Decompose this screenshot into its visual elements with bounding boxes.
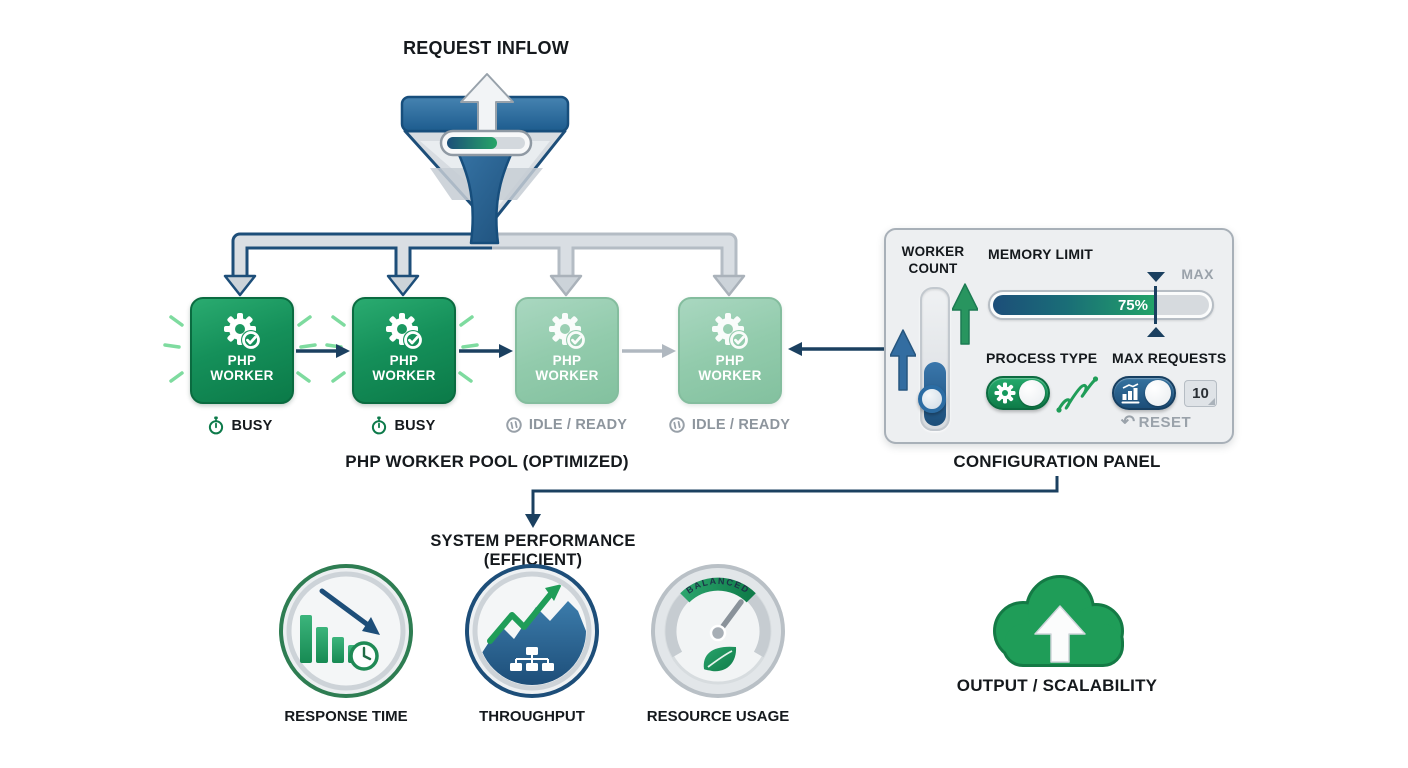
drop-arrow-4 (712, 274, 746, 297)
configuration-panel-title: CONFIGURATION PANEL (953, 452, 1161, 471)
max-requests-value[interactable]: 10 (1184, 380, 1217, 407)
increase-arrow-green-icon (952, 283, 978, 345)
response-time-label: RESPONSE TIME (284, 708, 408, 725)
php-worker-2: PHP WORKER (352, 297, 456, 404)
pause-icon (506, 417, 522, 433)
gear-check-icon (712, 313, 748, 349)
memory-marker-bottom-icon (1147, 327, 1165, 337)
config-to-performance-connector (525, 476, 1059, 528)
drop-arrow-1 (223, 274, 257, 297)
resource-usage-label: RESOURCE USAGE (646, 708, 790, 725)
request-inflow-title: REQUEST INFLOW (403, 38, 569, 58)
php-worker-4: PHP WORKER (678, 297, 782, 404)
gear-icon (994, 382, 1016, 404)
increase-arrow-blue-icon (890, 329, 916, 391)
worker-count-slider-knob[interactable] (918, 385, 946, 413)
status-text: BUSY (231, 417, 273, 434)
status-text: BUSY (394, 417, 436, 434)
reset-label: RESET (1138, 414, 1192, 431)
bar-chart-icon (1121, 383, 1140, 404)
undo-icon: ↶ (1120, 412, 1136, 431)
output-scalability-title: OUTPUT / SCALABILITY (956, 676, 1158, 695)
worker-count-label: WORKER COUNT (901, 244, 965, 276)
process-type-toggle[interactable] (986, 376, 1050, 410)
inflow-arrow-icon (460, 73, 514, 133)
process-type-knob[interactable] (1019, 380, 1045, 406)
drop-arrow-2 (386, 274, 420, 297)
gear-check-icon (224, 313, 260, 349)
worker-label: PHP WORKER (372, 353, 436, 384)
worker-3-status: IDLE / READY (491, 416, 641, 434)
funnel-icon (400, 73, 570, 245)
worker-label: PHP WORKER (535, 353, 599, 384)
resource-usage-icon: BALANCED (651, 564, 785, 698)
memory-limit-fill: 75% (993, 295, 1155, 315)
status-text: IDLE / READY (691, 417, 791, 433)
memory-max-label: MAX (1181, 266, 1214, 282)
worker-flow-arrows (296, 342, 884, 358)
memory-limit-label: MEMORY LIMIT (988, 246, 1094, 262)
system-performance-title: SYSTEM PERFORMANCE (EFFICIENT) (430, 532, 636, 569)
worker-2-status: BUSY (328, 416, 478, 435)
configuration-panel: WORKER COUNT MEMORY LIMIT MAX 75% PROCES… (884, 228, 1234, 444)
stopwatch-icon (372, 416, 387, 435)
worker-1-status: BUSY (165, 416, 315, 435)
drop-arrow-3 (549, 274, 583, 297)
php-worker-3: PHP WORKER (515, 297, 619, 404)
reset-button[interactable]: ↶RESET (1096, 412, 1216, 432)
worker-label: PHP WORKER (698, 353, 762, 384)
memory-limit-track: 75% (993, 295, 1209, 315)
max-requests-knob[interactable] (1145, 380, 1171, 406)
worker-4-status: IDLE / READY (654, 416, 804, 434)
php-worker-1: PHP WORKER (190, 297, 294, 404)
memory-limit-value: 75% (1117, 296, 1148, 314)
busy-glow-dashes (163, 315, 479, 383)
pipe-right-outline (482, 232, 738, 278)
response-time-icon (279, 564, 413, 698)
stopwatch-icon (209, 416, 224, 435)
memory-marker-top-icon (1147, 272, 1165, 282)
gear-check-icon (386, 313, 422, 349)
memory-marker-line (1154, 286, 1157, 324)
up-arrow-icon (1034, 605, 1086, 663)
process-type-label: PROCESS TYPE (986, 350, 1098, 366)
memory-limit-bar[interactable]: 75% (988, 290, 1214, 320)
pipe-left-outline (231, 232, 492, 278)
throughput-label: THROUGHPUT (479, 708, 585, 725)
worker-pool-title: PHP WORKER POOL (OPTIMIZED) (345, 452, 629, 471)
cloud-upload-icon (993, 575, 1124, 667)
gear-check-icon (549, 313, 585, 349)
pause-icon (669, 417, 685, 433)
status-text: IDLE / READY (528, 417, 628, 433)
throughput-icon (465, 564, 599, 698)
spring-squiggle-icon (1056, 376, 1099, 413)
max-requests-label: MAX REQUESTS (1112, 350, 1227, 366)
funnel-progress-fill (447, 137, 497, 149)
max-requests-toggle[interactable] (1112, 376, 1176, 410)
worker-label: PHP WORKER (210, 353, 274, 384)
